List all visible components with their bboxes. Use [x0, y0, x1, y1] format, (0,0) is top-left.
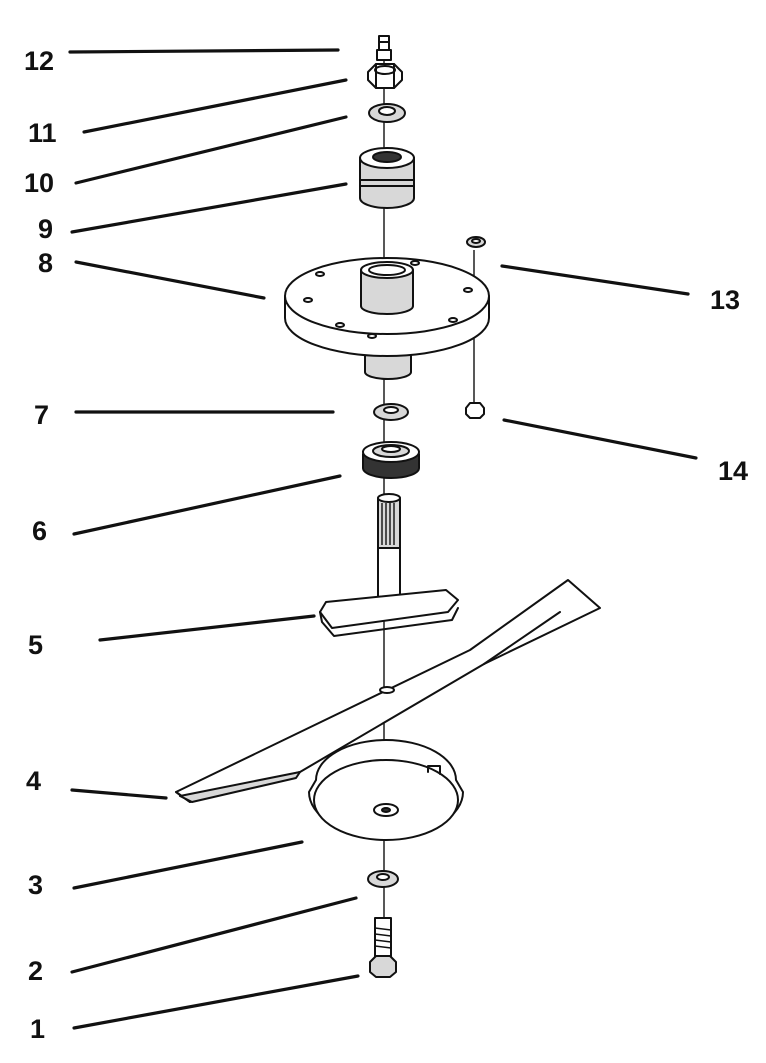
- callout-10: 10: [24, 168, 55, 198]
- part-10-washer: [368, 103, 406, 123]
- leader-line-1: [72, 974, 360, 1030]
- leader-line-12: [68, 48, 340, 54]
- callout-8: 8: [38, 248, 54, 278]
- part-8-spindle-housing: [284, 257, 490, 380]
- callout-7: 7: [34, 400, 50, 430]
- leader-line-2: [70, 896, 358, 974]
- part-14-nut: [465, 402, 485, 419]
- callout-5: 5: [28, 630, 44, 660]
- callout-14: 14: [718, 456, 749, 486]
- part-1-bolt: [369, 917, 397, 978]
- callout-2: 2: [28, 956, 44, 986]
- callout-3: 3: [28, 870, 44, 900]
- leader-line-8: [74, 260, 266, 300]
- spindle-shaft: [377, 493, 401, 599]
- callout-11: 11: [28, 118, 57, 148]
- leader-line-13: [500, 264, 690, 296]
- callout-6: 6: [32, 516, 48, 546]
- part-13-lock-washer: [466, 236, 486, 248]
- leader-line-11: [82, 78, 348, 134]
- part-3-blade-cup: [308, 739, 464, 841]
- part-7-washer: [373, 403, 409, 421]
- part-4-blade: [175, 579, 601, 803]
- part-2-washer: [367, 870, 399, 888]
- part-9-bearing: [359, 147, 415, 209]
- part-11-nut: [367, 63, 403, 89]
- callout-13: 13: [710, 285, 741, 315]
- callout-4: 4: [26, 766, 42, 796]
- leader-line-4: [70, 788, 168, 800]
- part-5-blade-plate: [319, 589, 459, 637]
- leader-line-6: [72, 474, 342, 536]
- leader-lines: [68, 48, 698, 1030]
- leader-line-10: [74, 115, 348, 185]
- callout-12: 12: [24, 46, 55, 76]
- callout-9: 9: [38, 214, 54, 244]
- part-12-grease-fitting: [376, 35, 392, 61]
- part-6-bearing: [362, 441, 420, 479]
- leader-line-14: [502, 418, 698, 460]
- callout-1: 1: [30, 1014, 46, 1044]
- leader-line-5: [98, 614, 316, 642]
- leader-line-3: [72, 840, 304, 890]
- leader-line-9: [70, 182, 348, 234]
